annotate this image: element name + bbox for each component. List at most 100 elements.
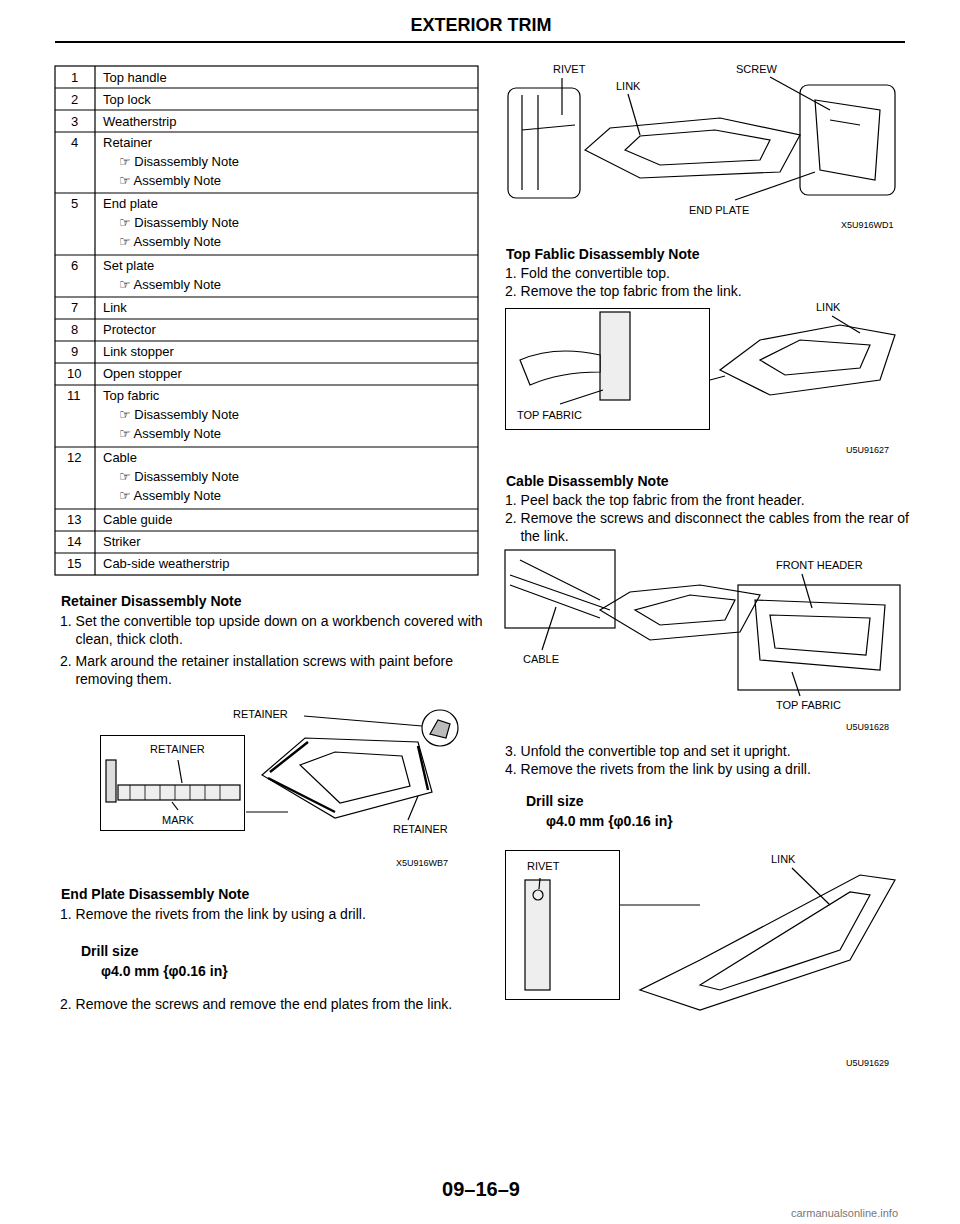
top-frame (600, 585, 760, 640)
part-label: RETAINER (232, 707, 289, 721)
top-frame (262, 738, 432, 818)
part-name: Link stopper (102, 344, 175, 361)
part-name: Top fabric (102, 388, 160, 405)
row-number: 8 (70, 322, 79, 339)
part-label: LINK (770, 852, 796, 866)
row-number: 7 (70, 300, 79, 317)
leader-line (628, 94, 640, 135)
section-heading: Cable Disassembly Note (505, 472, 670, 490)
top-window (700, 892, 870, 990)
note-ref: ☞ Assembly Note (118, 426, 222, 443)
figure-code: X5U916WD1 (840, 220, 895, 232)
inset-label: RETAINER (149, 742, 206, 756)
part-label: RIVET (552, 62, 586, 76)
spec-value: φ4.0 mm {φ0.16 in} (545, 812, 674, 830)
spec-value: φ4.0 mm {φ0.16 in} (100, 962, 229, 980)
top-frame (720, 325, 895, 395)
instruction-text: 4. Remove the rivets from the link by us… (505, 760, 916, 778)
note-ref: ☞ Assembly Note (118, 488, 222, 505)
section-heading: Drill size (80, 942, 140, 960)
note-ref: ☞ Disassembly Note (118, 215, 240, 232)
table-divider (94, 66, 95, 575)
top-window (625, 130, 770, 165)
top-window (300, 752, 410, 803)
part-name: Set plate (102, 258, 155, 275)
row-number: 5 (70, 196, 79, 213)
watermark: carmanualsonline.info (790, 1206, 899, 1220)
part-label: SCREW (735, 62, 778, 76)
note-ref: ☞ Assembly Note (118, 277, 222, 294)
leader-line (246, 811, 288, 812)
inset-box: RETAINERMARK (100, 735, 245, 831)
row-number: 10 (66, 366, 82, 383)
note-ref: ☞ Disassembly Note (118, 407, 240, 424)
leader-line (792, 868, 830, 905)
row-number: 6 (70, 258, 79, 275)
section-heading: End Plate Disassembly Note (60, 885, 250, 903)
inset-frame (505, 550, 615, 628)
row-number: 11 (66, 388, 82, 405)
part-name: Cable guide (102, 512, 173, 529)
row-number: 13 (66, 512, 82, 529)
page-title: EXTERIOR TRIM (380, 14, 582, 37)
part-name: Retainer (102, 135, 153, 152)
page-number: 09–16–9 (380, 1176, 582, 1202)
row-number: 9 (70, 344, 79, 361)
part-name: Weatherstrip (102, 114, 177, 131)
leader-line (304, 716, 422, 726)
note-ref: ☞ Assembly Note (118, 173, 222, 190)
part-label: LINK (615, 79, 641, 93)
table-frame (55, 66, 478, 575)
leader-line (561, 78, 562, 115)
leader-line (802, 574, 812, 608)
part-name: Open stopper (102, 366, 183, 383)
inset-box: RIVET (505, 850, 620, 1000)
end-plate (815, 100, 880, 180)
leader-line (560, 390, 603, 404)
table-rows (55, 88, 478, 553)
part-name: Cab-side weatherstrip (102, 556, 230, 573)
header-detail (755, 600, 885, 670)
top-frame (640, 875, 895, 1010)
figure-code: U5U91628 (845, 722, 890, 734)
row-number: 12 (66, 450, 82, 467)
row-number: 4 (70, 135, 79, 152)
hand (520, 351, 600, 385)
leader-line (770, 77, 830, 110)
instruction-text: 2. Remove the screws and remove the end … (60, 995, 486, 1013)
part-label: CABLE (522, 652, 560, 666)
part-label: LINK (815, 300, 841, 314)
retainer-detail (430, 720, 450, 738)
note-ref: ☞ Disassembly Note (118, 154, 240, 171)
row-number: 2 (70, 92, 79, 109)
part-name: Cable (102, 450, 138, 467)
inset-box: TOP FABRIC (505, 308, 710, 430)
cable (510, 560, 610, 618)
link-bar (600, 312, 630, 400)
instruction-text: 1. Remove the rivets from the link by us… (60, 905, 486, 923)
leader-line (542, 607, 556, 650)
figure-code: X5U916WB7 (395, 858, 449, 870)
hatching (130, 785, 220, 800)
part-name: Top lock (102, 92, 152, 109)
row-number: 14 (66, 534, 82, 551)
row-number: 1 (70, 70, 79, 87)
section-heading: Drill size (525, 792, 585, 810)
top-frame (585, 118, 800, 178)
pillar (522, 95, 575, 190)
instruction-text: 2. Remove the screws and disconnect the … (505, 509, 916, 545)
rivet (533, 890, 543, 900)
leader-line (620, 904, 700, 905)
title-rule (55, 41, 905, 43)
part-name: Link (102, 300, 128, 317)
instruction-text: 1. Set the convertible top upside down o… (60, 612, 486, 648)
leader-line (735, 172, 815, 200)
instruction-text: 1. Peel back the top fabric from the fro… (505, 491, 916, 509)
figure-code: U5U91629 (845, 1058, 890, 1070)
part-name: Protector (102, 322, 157, 339)
note-ref: ☞ Disassembly Note (118, 469, 240, 486)
leader-line (178, 760, 182, 783)
part-name: End plate (102, 196, 159, 213)
leader-line (408, 796, 418, 820)
